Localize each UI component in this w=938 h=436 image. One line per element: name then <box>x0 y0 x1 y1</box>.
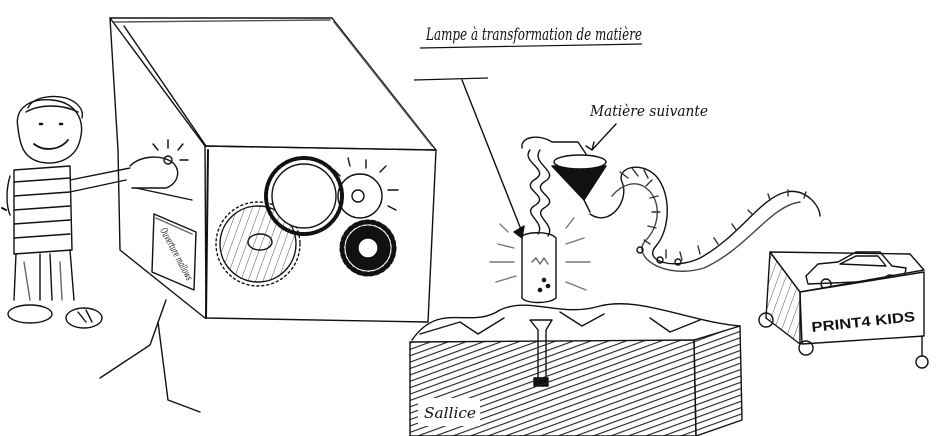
box-side-text: Ouverture mallows <box>157 226 194 282</box>
pump-title-text: Lampe à transformation de matière <box>425 25 642 45</box>
pump-title: Lampe à transformation de matière <box>414 25 642 80</box>
raw-material-label: Matière suivante <box>589 102 708 120</box>
transform-lamp <box>462 80 590 386</box>
gears-group <box>216 158 398 286</box>
funnel-hose <box>552 124 820 271</box>
ground-label: Sallice <box>424 404 476 422</box>
child-figure <box>2 96 130 328</box>
